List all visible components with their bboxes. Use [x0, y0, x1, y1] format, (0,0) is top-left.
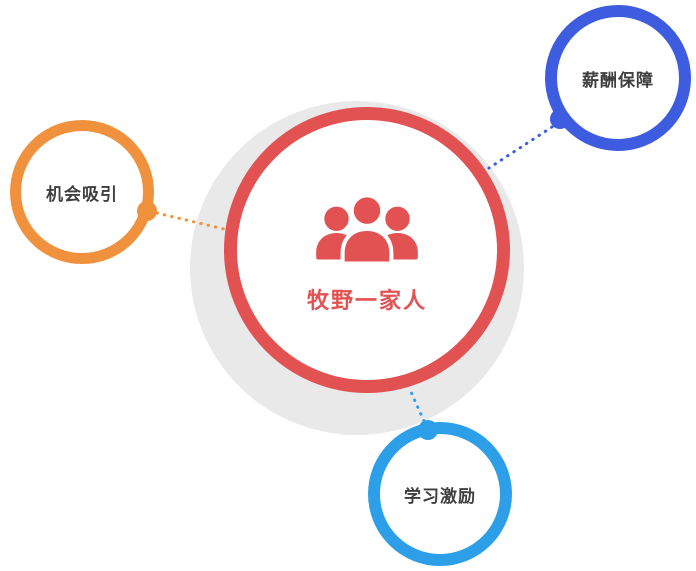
center-node: 牧野一家人: [224, 107, 510, 393]
node-salary-label: 薪酬保障: [582, 70, 654, 91]
connector-opportunity: [155, 211, 234, 233]
connector-salary: [487, 125, 554, 170]
connector-learning: [409, 390, 426, 423]
connector-dot-opportunity: [137, 201, 157, 221]
center-node-label: 牧野一家人: [306, 289, 427, 314]
node-learning: 学习激励: [368, 422, 512, 566]
connector-dot-salary: [550, 109, 570, 129]
connector-dot-learning: [418, 420, 438, 440]
node-opportunity-label: 机会吸引: [46, 184, 118, 205]
node-opportunity: 机会吸引: [10, 120, 154, 264]
people-group-icon: [306, 191, 428, 273]
node-learning-label: 学习激励: [404, 486, 476, 507]
node-salary: 薪酬保障: [545, 5, 691, 151]
